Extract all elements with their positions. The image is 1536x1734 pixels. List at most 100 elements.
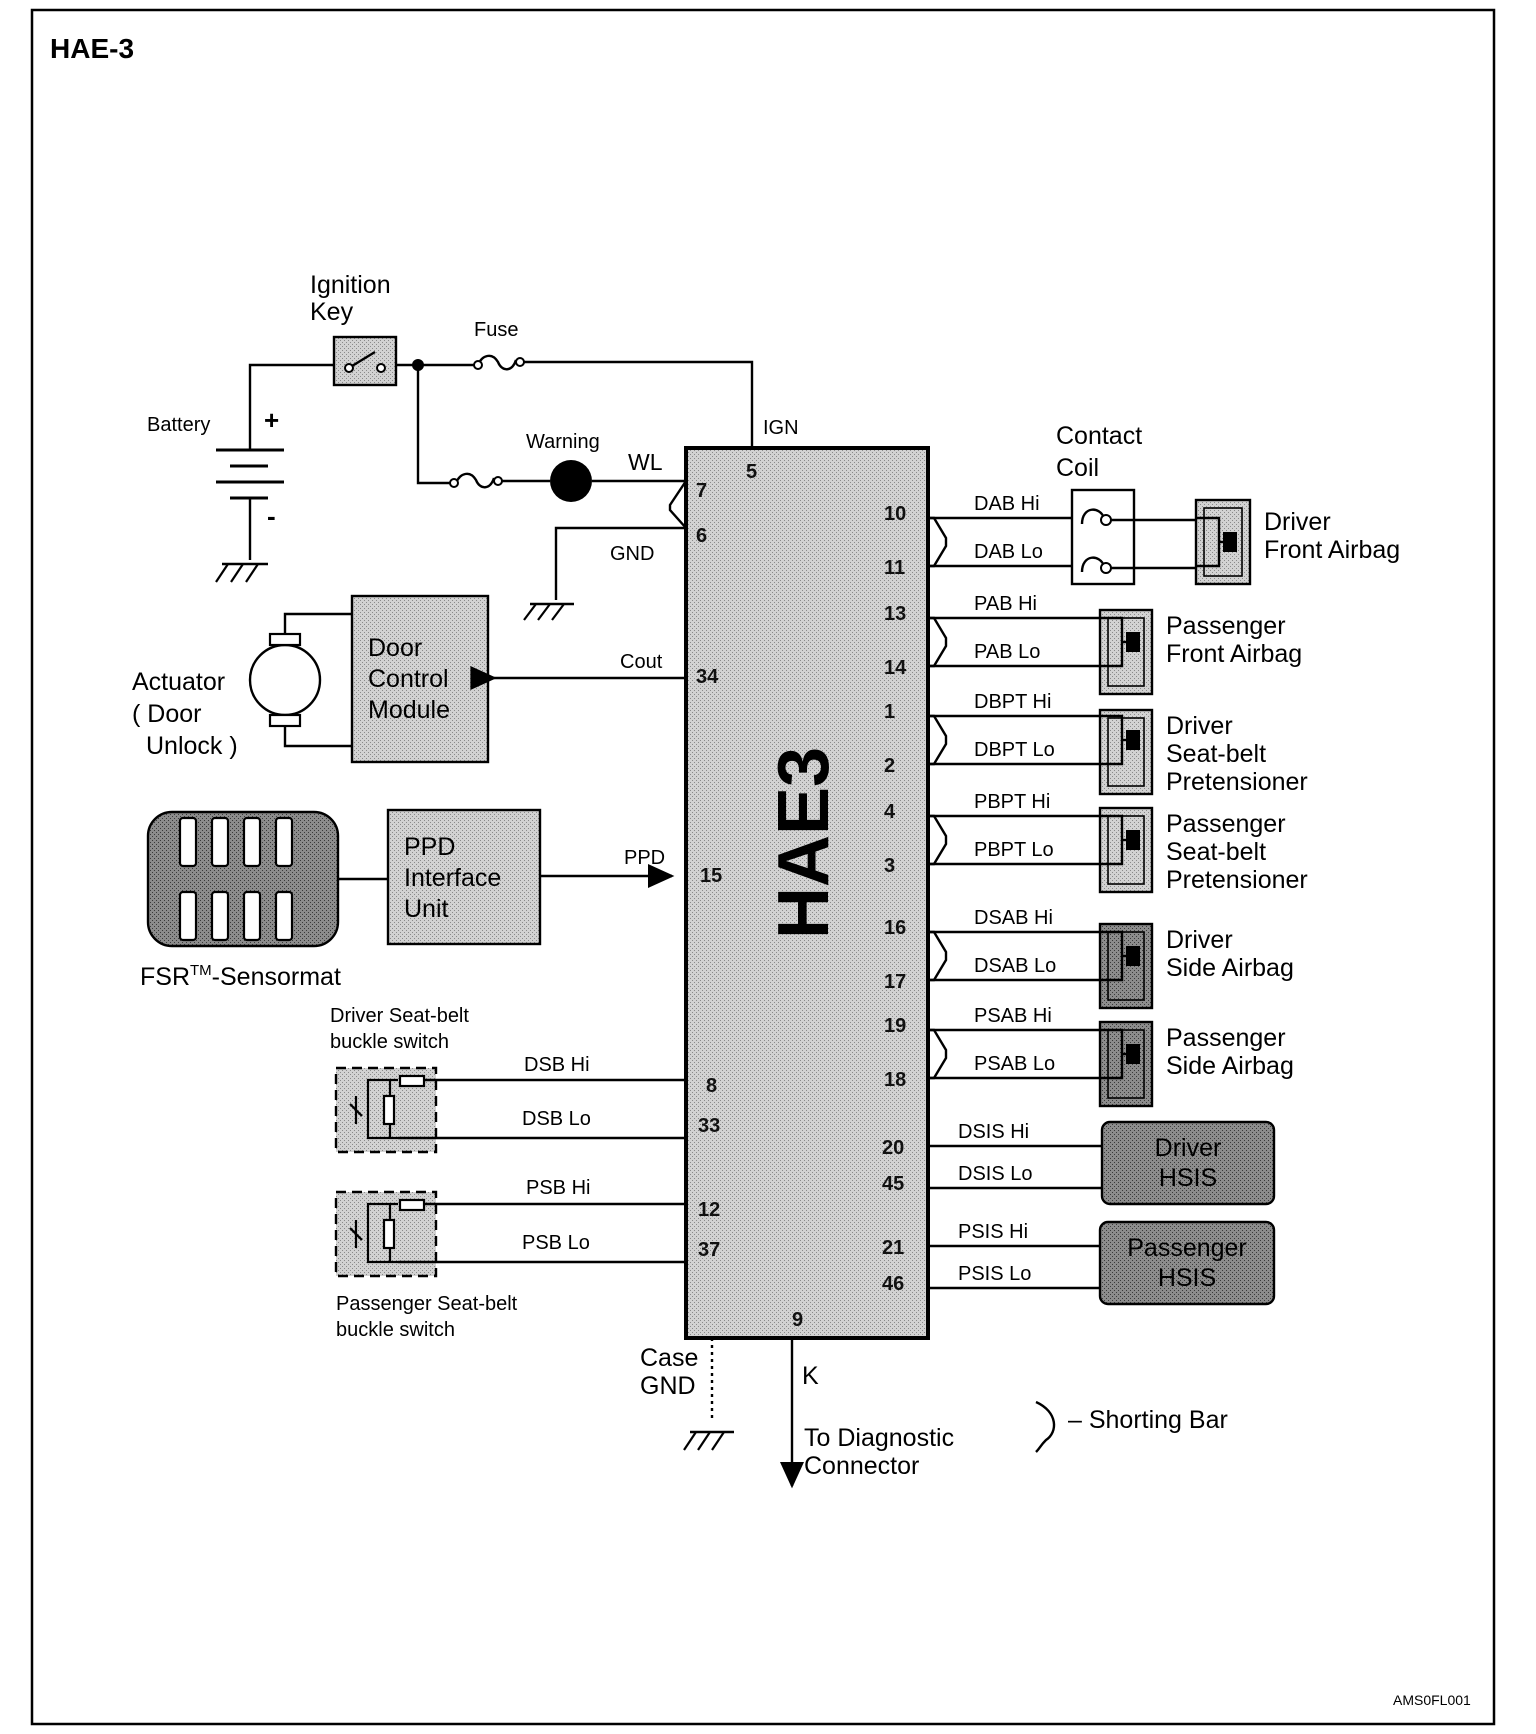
shorting-bar xyxy=(928,714,948,766)
door-circuit: Door Control Module Actuator ( Door Unlo… xyxy=(132,594,719,764)
ppd-interface-unit xyxy=(386,808,542,946)
device-name: Side Airbag xyxy=(1166,1052,1294,1080)
gnd-label: GND xyxy=(610,543,654,565)
pin-lo: 17 xyxy=(884,971,906,993)
pin-k: 9 xyxy=(792,1309,803,1331)
pin-lo: 2 xyxy=(884,755,895,777)
battery-plus-label: + xyxy=(264,405,279,435)
fuse-icon xyxy=(476,354,518,371)
hi-label: PBPT Hi xyxy=(974,791,1050,813)
passenger-buckle-label-2: buckle switch xyxy=(336,1319,455,1341)
ignition-key-label-2: Key xyxy=(310,298,354,326)
driver-buckle-label-1: Driver Seat-belt xyxy=(330,1005,469,1027)
pin-hi: 13 xyxy=(884,603,906,625)
pin-hi: 19 xyxy=(884,1015,906,1037)
shorting-bar-wl xyxy=(666,479,687,529)
shorting-bar-legend-icon xyxy=(1035,1400,1056,1453)
ign-label: IGN xyxy=(763,417,799,439)
pin-lo: 3 xyxy=(884,855,895,877)
dsb-lo-label: DSB Lo xyxy=(522,1108,591,1130)
lo-label: PSIS Lo xyxy=(958,1263,1031,1285)
hsis-name: HSIS xyxy=(1158,1264,1216,1292)
squib-element-icon xyxy=(1126,830,1140,850)
sensormat-cells xyxy=(178,816,294,942)
pin-dsb-hi: 8 xyxy=(706,1075,717,1097)
module-ground-icon xyxy=(523,602,574,621)
switch-icon xyxy=(344,350,386,373)
actuator-label-2: ( Door xyxy=(132,700,201,728)
actuator-label-1: Actuator xyxy=(132,668,225,696)
lo-label: PAB Lo xyxy=(974,641,1040,663)
page-frame xyxy=(30,8,1496,1726)
case-gnd-label-2: GND xyxy=(640,1372,696,1400)
warning-label: Warning xyxy=(526,431,600,453)
battery-label: Battery xyxy=(147,414,210,436)
contact-coil-label-1: Contact xyxy=(1056,422,1142,450)
hsis-name: Driver xyxy=(1155,1134,1222,1162)
warning-lamp-icon xyxy=(550,460,592,502)
hi-label: PSAB Hi xyxy=(974,1005,1052,1027)
module-label: HAE3 xyxy=(764,747,844,939)
device-name: Front Airbag xyxy=(1166,640,1302,668)
power-circuit: Ignition Key Battery + - Fuse xyxy=(147,271,799,621)
squib-element-icon xyxy=(1126,632,1140,652)
squib-element-icon xyxy=(1126,946,1140,966)
pin-hi: 1 xyxy=(884,701,895,723)
fuse-label: Fuse xyxy=(474,319,518,341)
lo-label: DSAB Lo xyxy=(974,955,1056,977)
diag-label-1: To Diagnostic xyxy=(804,1424,954,1452)
ignition-key-switch xyxy=(332,335,398,387)
pin-hi: 20 xyxy=(882,1137,904,1159)
door-module-label-2: Control xyxy=(368,665,449,693)
shorting-bar xyxy=(928,616,948,668)
squib-element-icon xyxy=(1126,1044,1140,1064)
sensormat-label: FSRTM-Sensormat xyxy=(140,962,341,991)
driver-buckle-circuit: Driver Seat-belt buckle switch DSB Hi DS… xyxy=(330,1005,720,1154)
passenger-buckle-circuit: PSB Hi PSB Lo 12 37 Passenger Seat-belt … xyxy=(334,1177,720,1341)
battery-ground-icon xyxy=(215,562,268,583)
hsis-box xyxy=(1100,1120,1276,1206)
lo-label: PBPT Lo xyxy=(974,839,1054,861)
squib-element-icon xyxy=(1126,730,1140,750)
pin-lo: 45 xyxy=(882,1173,904,1195)
psb-lo-label: PSB Lo xyxy=(522,1232,590,1254)
figure-code: AMS0FL001 xyxy=(1393,1692,1471,1708)
ppd-unit-label-3: Unit xyxy=(404,895,449,923)
pin-lo: 14 xyxy=(884,657,907,679)
ppd-circuit: FSRTM-Sensormat PPD Interface Unit PPD 1… xyxy=(140,808,722,991)
hi-label: DSAB Hi xyxy=(974,907,1053,929)
hi-label: DSIS Hi xyxy=(958,1121,1029,1143)
shorting-bar-legend: – Shorting Bar xyxy=(1068,1406,1228,1434)
pin-lo: 11 xyxy=(884,557,905,579)
device-name: Side Airbag xyxy=(1166,954,1294,982)
ppd-label: PPD xyxy=(624,847,665,869)
squib-element-icon xyxy=(1223,532,1237,552)
shorting-bar xyxy=(928,814,948,866)
actuator-label-3: Unlock ) xyxy=(146,732,238,760)
device-name: Seat-belt xyxy=(1166,740,1266,768)
device-name: Front Airbag xyxy=(1264,536,1400,564)
device-name: Passenger xyxy=(1166,1024,1286,1052)
lo-label: DAB Lo xyxy=(974,541,1043,563)
ppd-unit-label-2: Interface xyxy=(404,864,501,892)
hi-label: PSIS Hi xyxy=(958,1221,1028,1243)
psb-hi-label: PSB Hi xyxy=(526,1177,590,1199)
pin-psb-lo: 37 xyxy=(698,1239,720,1261)
hi-label: DBPT Hi xyxy=(974,691,1051,713)
hsis-name: HSIS xyxy=(1159,1164,1217,1192)
contact-coil-label-2: Coil xyxy=(1056,454,1099,482)
pin-dsb-lo: 33 xyxy=(698,1115,720,1137)
dsb-hi-label: DSB Hi xyxy=(524,1054,590,1076)
wl-label: WL xyxy=(628,449,663,475)
door-control-module xyxy=(350,594,490,764)
device-name: Passenger xyxy=(1166,810,1286,838)
device-name: Driver xyxy=(1264,508,1331,536)
door-module-label-3: Module xyxy=(368,696,450,724)
lo-label: PSAB Lo xyxy=(974,1053,1055,1075)
